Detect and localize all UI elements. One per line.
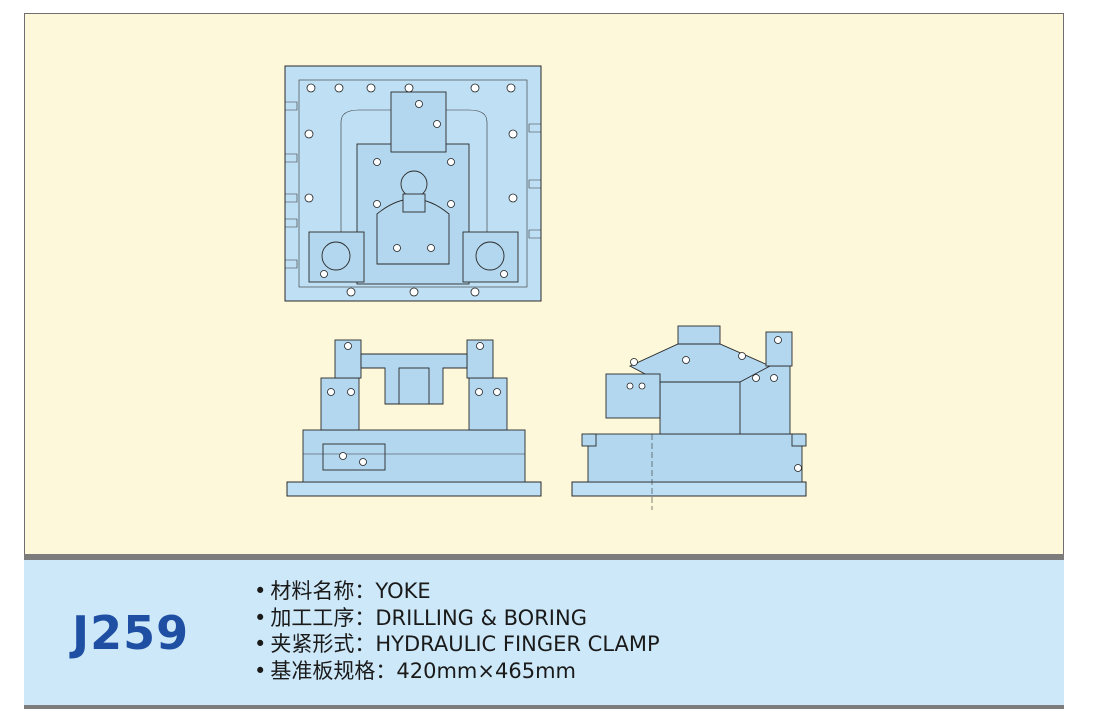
part-code: J259 <box>72 606 190 660</box>
spec-text: 材料名称：YOKE <box>270 579 431 603</box>
spec-process: •加工工序：DRILLING & BORING <box>254 605 660 632</box>
spec-list: •材料名称：YOKE •加工工序：DRILLING & BORING •夹紧形式… <box>254 578 660 684</box>
spec-base-plate-size: •基准板规格：420mm×465mm <box>254 658 660 685</box>
separator-line <box>24 554 1064 560</box>
bullet: • <box>254 579 267 603</box>
fixture-top-view <box>284 65 542 302</box>
spec-text: 加工工序：DRILLING & BORING <box>270 605 587 630</box>
drawing-area <box>24 13 1064 555</box>
bullet: • <box>254 632 267 656</box>
bottom-line <box>24 705 1064 709</box>
info-panel: J259 •材料名称：YOKE •加工工序：DRILLING & BORING … <box>24 560 1064 705</box>
spec-material: •材料名称：YOKE <box>254 578 660 605</box>
spec-text: 夹紧形式：HYDRAULIC FINGER CLAMP <box>270 632 660 656</box>
page-frame: J259 •材料名称：YOKE •加工工序：DRILLING & BORING … <box>24 13 1064 710</box>
bullet: • <box>254 605 267 630</box>
spec-clamp-type: •夹紧形式：HYDRAULIC FINGER CLAMP <box>254 631 660 658</box>
fixture-side-view <box>571 325 807 510</box>
spec-text: 基准板规格：420mm×465mm <box>270 658 576 683</box>
fixture-front-view <box>286 339 542 497</box>
bullet: • <box>254 658 267 683</box>
